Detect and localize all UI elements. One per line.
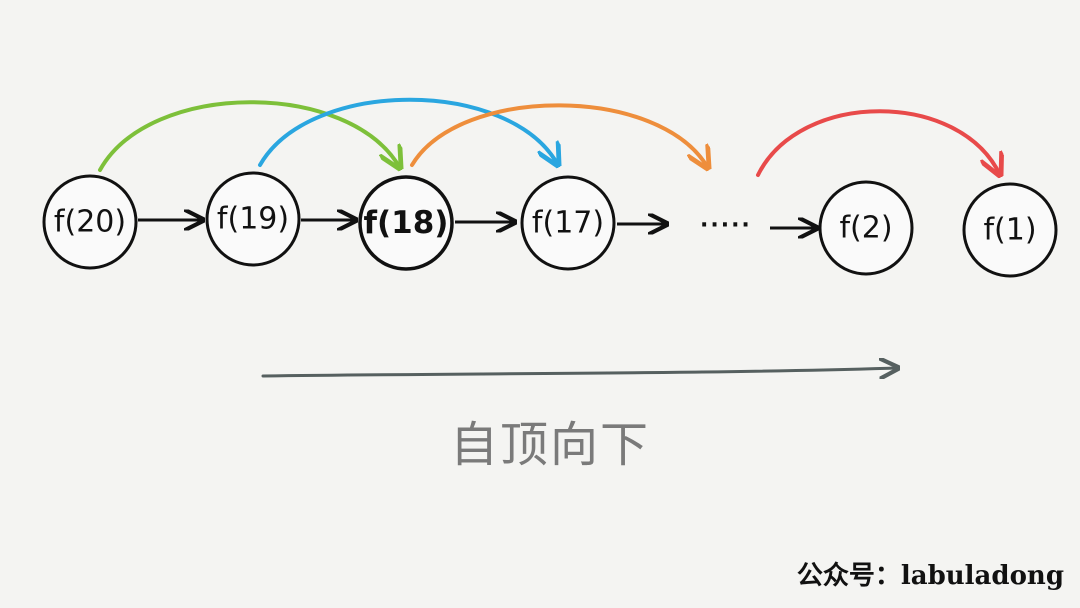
arc-orange xyxy=(410,103,708,168)
node-label-f17: f(17) xyxy=(532,206,604,241)
node-circle-f1 xyxy=(962,182,1058,278)
arc-blue xyxy=(258,97,558,165)
direction-label: 自顶向下 xyxy=(450,417,651,473)
arc-red xyxy=(756,109,1000,175)
node-label-f2: f(2) xyxy=(839,211,892,246)
node-circle-f19 xyxy=(205,171,301,267)
node-circle-f2 xyxy=(818,180,914,276)
node-circle-f20 xyxy=(42,174,138,270)
node-circle-f18 xyxy=(358,175,454,271)
node-label-f20: f(20) xyxy=(54,205,126,240)
node-label-f18: f(18) xyxy=(364,205,449,241)
watermark: 公众号：labuladong xyxy=(796,561,1064,591)
node-circle-f17 xyxy=(520,175,616,271)
direction-arrow xyxy=(261,368,898,376)
ellipsis: ····· xyxy=(700,213,752,238)
node-label-f19: f(19) xyxy=(217,202,289,237)
node-label-f1: f(1) xyxy=(983,213,1036,248)
arc-green xyxy=(98,100,400,170)
